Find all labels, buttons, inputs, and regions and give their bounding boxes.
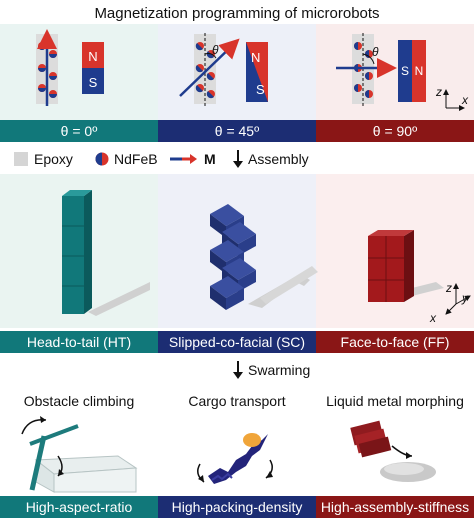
bar-high-packing-density: High-packing-density [158, 496, 316, 518]
task-liquid-metal-morphing: Liquid metal morphing [326, 393, 464, 409]
magnet-north-label-3: N [415, 64, 424, 78]
axis-x-mid: x [429, 311, 437, 325]
magnet-north-label-2: N [251, 50, 260, 65]
theta-label-45: θ [212, 43, 219, 57]
legend-m: M [204, 151, 216, 167]
liquid-metal-morphing-illustration [350, 420, 436, 482]
face-to-face-assembly [368, 230, 444, 302]
bar-slipped-co-facial: Slipped-co-facial (SC) [158, 331, 316, 353]
magnet-south-label-2: S [256, 82, 265, 97]
legend-ndfeb: NdFeB [114, 151, 158, 167]
ndfeb-particle-icon [95, 152, 109, 166]
head-to-tail-assembly [62, 190, 150, 316]
magnet-south-label-1: S [89, 75, 98, 90]
obstacle-climbing-illustration [21, 416, 138, 493]
epoxy-swatch [14, 152, 28, 166]
bar-high-assembly-stiffness: High-assembly-stiffness [316, 496, 474, 518]
down-arrow-icon [233, 150, 243, 168]
bar-theta-45: θ = 45º [158, 120, 316, 142]
slipped-co-facial-assembly [210, 204, 318, 310]
bar-face-to-face: Face-to-face (FF) [316, 331, 474, 353]
bar-high-aspect-ratio: High-aspect-ratio [0, 496, 158, 518]
schematic-theta-90: θ S N z x [336, 32, 469, 111]
task-cargo-transport: Cargo transport [188, 393, 286, 409]
axis-z-mid: z [445, 281, 452, 295]
schematic-theta-45: θ N S [179, 32, 268, 106]
cargo-transport-illustration [197, 433, 273, 484]
step-assembly: Assembly [248, 151, 309, 167]
panel-theta-0 [0, 24, 158, 120]
task-obstacle-climbing: Obstacle climbing [23, 393, 135, 409]
step-swarming: Swarming [248, 362, 311, 378]
task-illustrations [21, 416, 436, 493]
axis-y-mid: y [461, 291, 469, 305]
bar-theta-0: θ = 0º [0, 120, 158, 142]
assembly-renderings: z y x [62, 190, 471, 325]
figure-title: Magnetization programming of microrobots [94, 5, 380, 22]
bar-theta-90: θ = 90º [316, 120, 474, 142]
bar-head-to-tail: Head-to-tail (HT) [0, 331, 158, 353]
axis-z-top: z [435, 85, 442, 99]
magnetization-arrow-icon [170, 154, 197, 164]
axis-x-top: x [461, 93, 469, 107]
legend-epoxy: Epoxy [34, 151, 73, 167]
theta-label-90: θ [372, 45, 379, 59]
magnet-north-label-1: N [88, 49, 97, 64]
down-arrow-icon-2 [233, 361, 243, 379]
magnetization-schematics: N S θ N S [36, 29, 469, 111]
magnet-south-label-3: S [401, 64, 409, 78]
schematic-theta-0: N S [36, 29, 104, 106]
